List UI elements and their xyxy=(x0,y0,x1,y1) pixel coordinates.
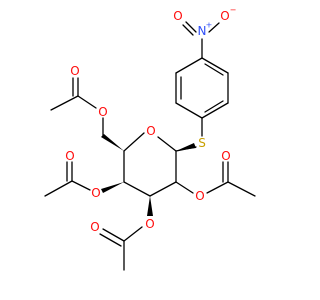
wedge-c1-s xyxy=(176,143,196,151)
bond-n-o-left-double-2 xyxy=(182,24,194,36)
bond-c4-c3 xyxy=(123,181,151,197)
bond-carbonyl-o-c3-1 xyxy=(102,228,125,242)
atom-carbonyl-o-c3: O xyxy=(90,220,99,234)
nitrophenyl-group xyxy=(175,21,229,137)
atom-nitro-n: N xyxy=(198,24,207,38)
bond-o-carbonyl-c3 xyxy=(123,226,143,242)
bond-ring-4 xyxy=(175,102,203,119)
bond-n-o-right xyxy=(208,22,220,33)
bond-ring-1 xyxy=(201,57,229,74)
bond-o-carbonyl-c2 xyxy=(206,181,229,194)
wedge-c3-o xyxy=(147,196,153,216)
charge-nitro-n: + xyxy=(206,21,213,30)
wedge-c5-c6 xyxy=(101,134,124,151)
c3-acetate-group xyxy=(99,196,153,271)
atom-nitro-o-right: O xyxy=(220,9,229,23)
atom-ester-o-c2: O xyxy=(195,189,204,203)
c2-acetate-group xyxy=(175,161,256,197)
charge-nitro-o-right: − xyxy=(230,6,237,15)
bond-ring-inner-1 xyxy=(204,63,224,76)
atom-ester-o-c6: O xyxy=(98,105,107,119)
bond-methyl-c6 xyxy=(50,95,79,111)
bond-methyl-c4 xyxy=(44,180,73,197)
atom-ester-o-c4: O xyxy=(91,186,100,200)
bond-o-c5 xyxy=(123,132,145,152)
atom-ring-o: O xyxy=(146,124,155,138)
molecule-structure-canvas: N + O O − S O O O O O O O O O xyxy=(44,6,256,271)
bond-methyl-c2 xyxy=(227,181,256,197)
bond-ring-inner-2 xyxy=(204,100,224,113)
bond-carbonyl-o-c3-2 xyxy=(99,233,122,247)
atom-nitro-o-left: O xyxy=(173,9,182,23)
c6-acetate-group xyxy=(50,77,97,111)
atom-carbonyl-o-c4: O xyxy=(65,149,74,163)
atom-carbonyl-o-c6: O xyxy=(70,64,79,78)
bond-n-o-left-double-1 xyxy=(185,21,197,33)
bond-c3-c2 xyxy=(149,181,177,197)
bond-ring-3 xyxy=(201,102,229,119)
bond-o-carbonyl-c4 xyxy=(71,180,91,191)
bond-ring-6 xyxy=(175,57,203,74)
bond-o-carbonyl-c6 xyxy=(77,95,97,109)
atom-carbonyl-o-c2: O xyxy=(221,149,230,163)
bond-c2-o xyxy=(175,181,194,194)
c4-acetate-group xyxy=(44,161,124,197)
hash-c4-o xyxy=(101,182,124,193)
atom-labels: N + O O − S O O O O O O O O O xyxy=(65,6,236,235)
atom-ester-o-c3: O xyxy=(145,217,154,231)
bond-c1-o xyxy=(157,136,177,152)
atom-sulfur: S xyxy=(198,136,206,150)
molecule-diagram: N + O O − S O O O O O O O O O xyxy=(44,6,256,271)
